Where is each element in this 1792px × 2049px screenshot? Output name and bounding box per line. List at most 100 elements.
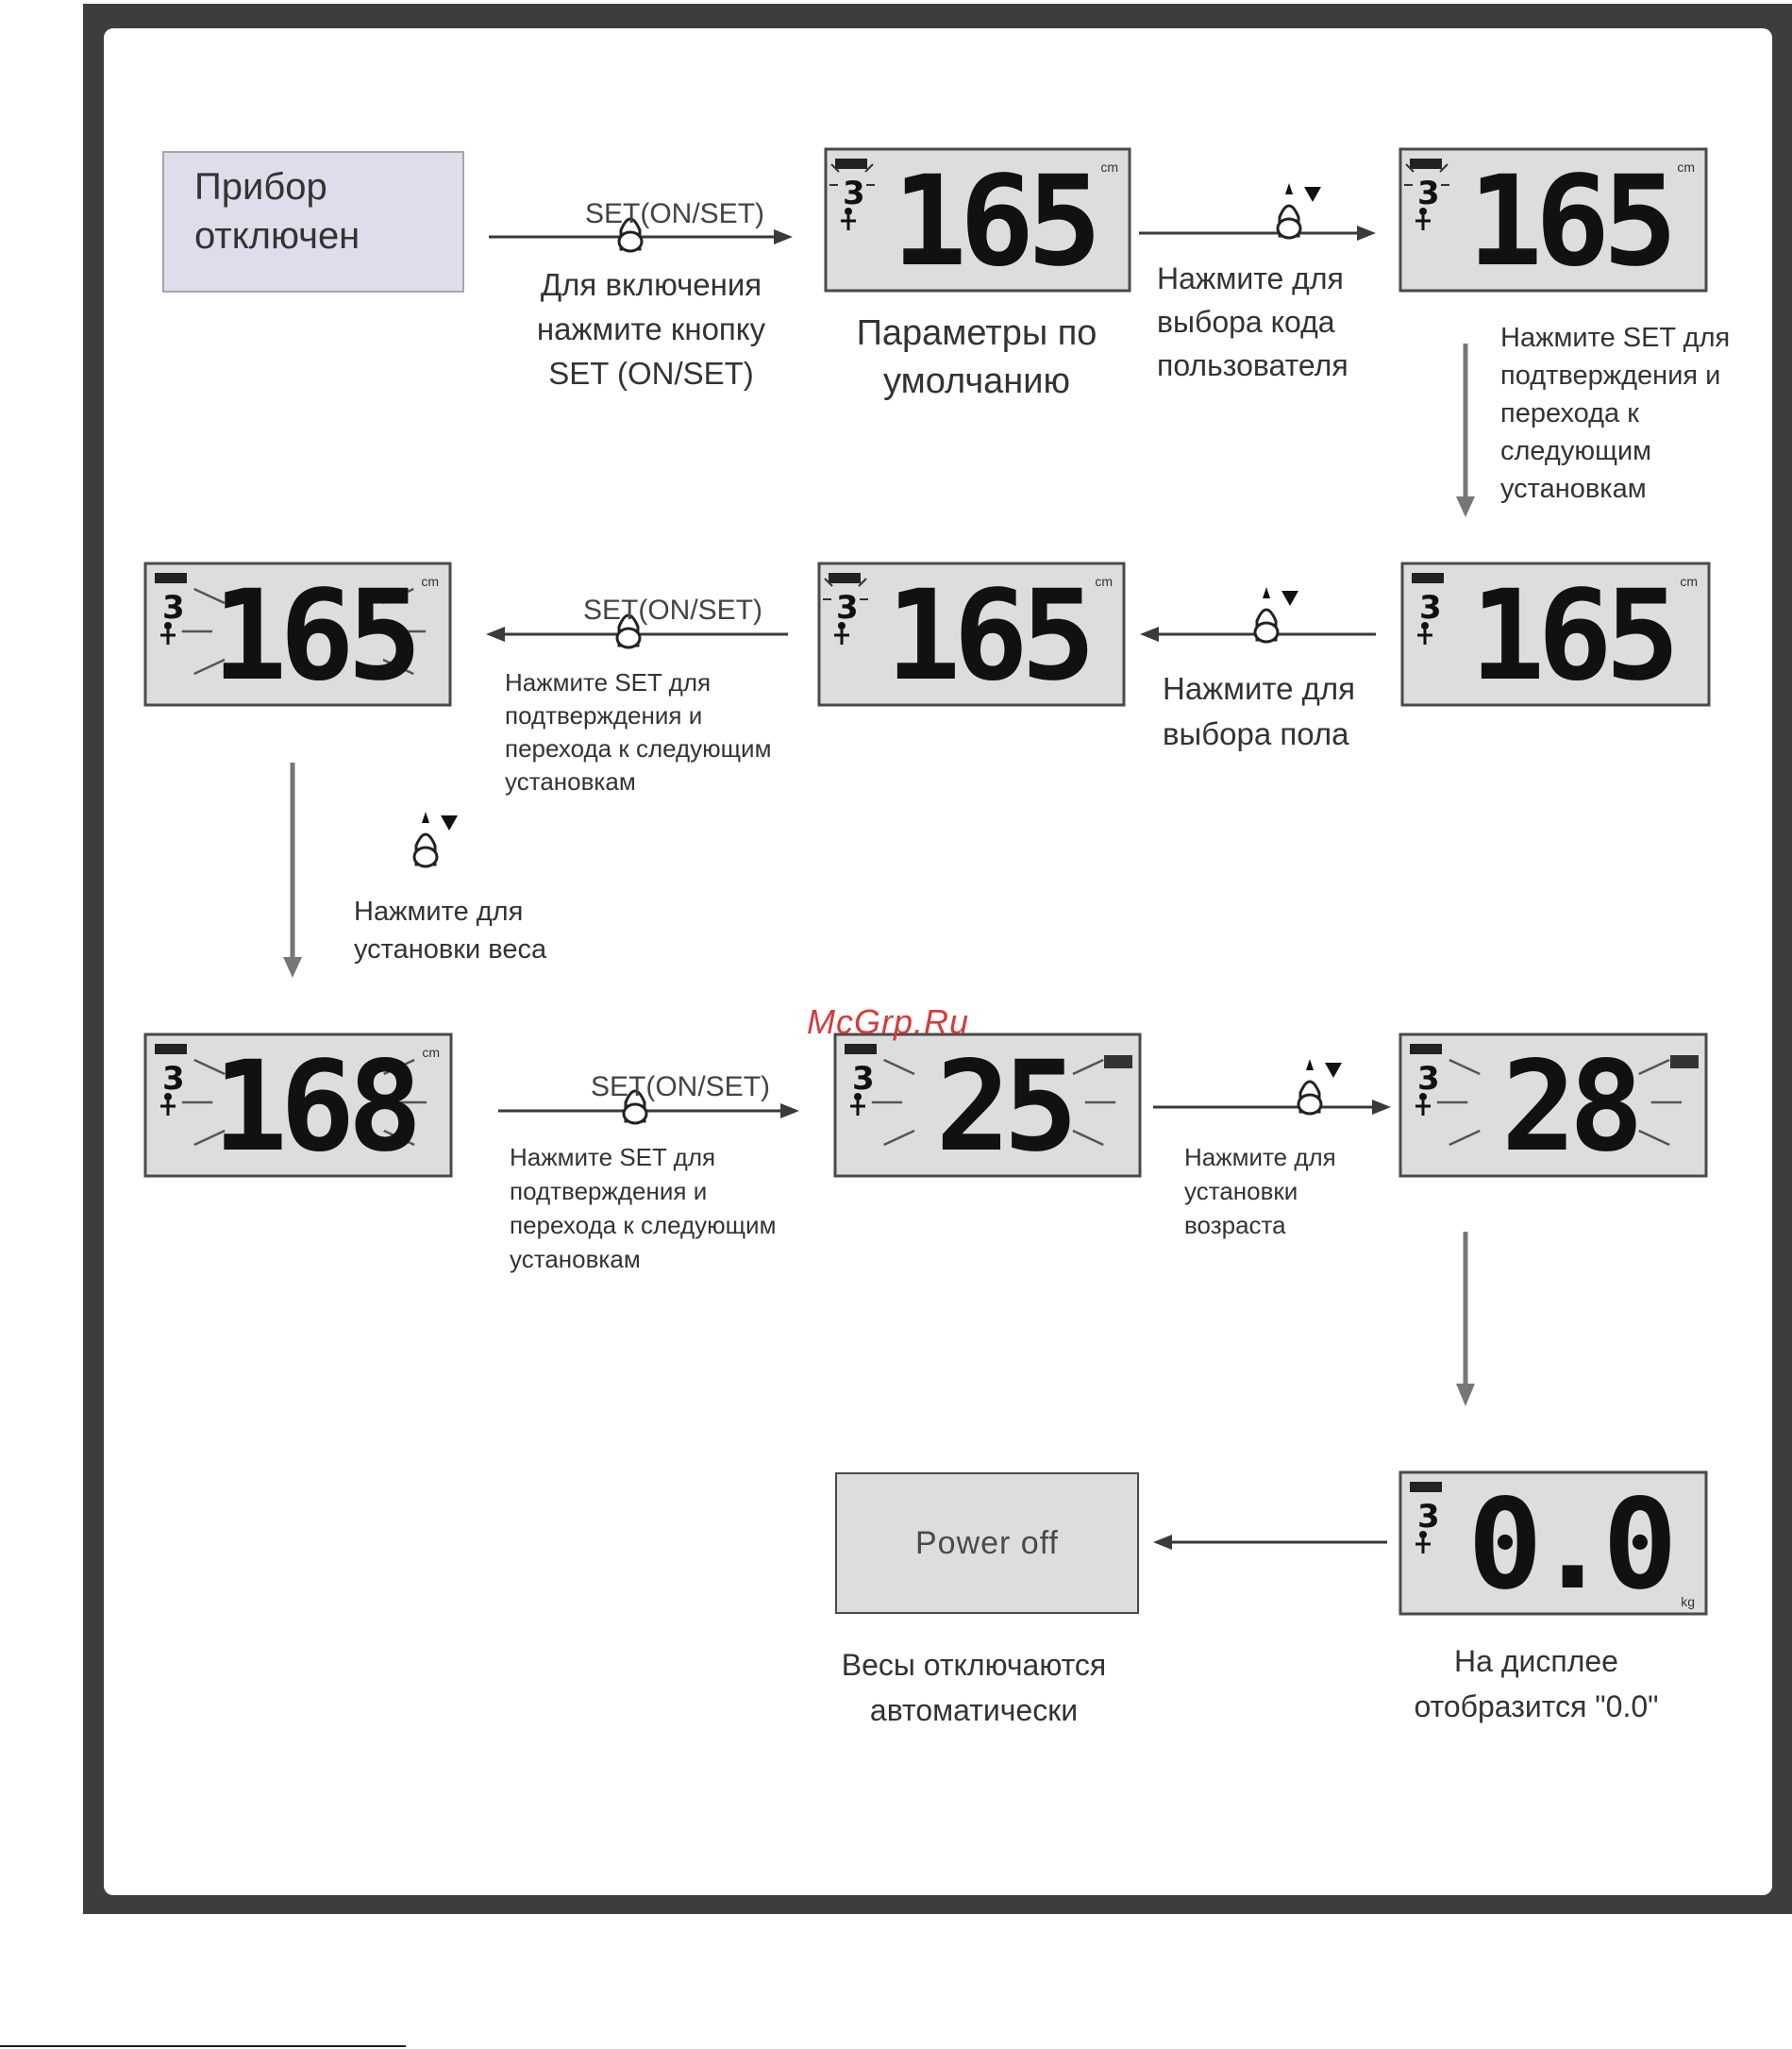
label-select-gender: Нажмите для выбора пола [1163, 671, 1356, 751]
person-icon [1404, 163, 1449, 230]
lcd-display-d8: 3 28 [1398, 1033, 1708, 1180]
down-triangle-icon [1304, 187, 1321, 202]
lcd-value: 165 [886, 563, 1088, 709]
set-key-labels: SET(ON/SET) SET(ON/SET) SET(ON/SET) [583, 198, 770, 1102]
user-code-digit: 3 [1417, 175, 1440, 212]
person-icon [1415, 1531, 1431, 1554]
person-icon [1417, 622, 1432, 645]
power-off-label: Power off [914, 1524, 1059, 1561]
label-confirm-next-2: Нажмите SET для подтверждения и перехода… [505, 668, 772, 796]
lcd-value: 168 [212, 1034, 415, 1180]
person-icon [1415, 1093, 1431, 1116]
lcd-unit: cm [1677, 160, 1695, 175]
user-code-digit: 3 [843, 175, 865, 212]
label-set-height: Нажмите для установки веса [354, 897, 547, 965]
set-key-label-1: SET(ON/SET) [585, 198, 764, 229]
lcd-unit: cm [1095, 574, 1113, 589]
person-icon [829, 163, 875, 230]
label-confirm-next-1: Нажмите SET для подтверждения и перехода… [1500, 323, 1731, 504]
lcd-value: 165 [1467, 149, 1669, 294]
lcd-value: 165 [892, 149, 1094, 294]
arrow-usercode-down [1456, 344, 1475, 517]
arrow-default-to-usercode [1139, 226, 1376, 241]
age-indicator [1104, 1055, 1132, 1068]
user-code-digit: 3 [1417, 1498, 1440, 1536]
updown-button-icon-3 [412, 812, 458, 868]
label-confirm-next-3: Нажмите SET для подтверждения и перехода… [510, 1143, 777, 1273]
lcd-display-d1: 3 165 cm [824, 147, 1131, 294]
lcd-display-d5: 3 165 cm [143, 562, 452, 709]
person-icon [823, 578, 868, 645]
memory-indicator [1412, 573, 1444, 583]
down-triangle-icon [1325, 1063, 1342, 1078]
lcd-display-d4: 3 165 cm [817, 562, 1126, 709]
lcd-unit: cm [1680, 574, 1698, 589]
label-select-user-code: Нажмите для выбора кода пользователя [1157, 261, 1348, 382]
lcd-display-d6: 3 168 cm [143, 1033, 453, 1180]
arrow-height-confirm [498, 1103, 799, 1118]
set-key-label-2: SET(ON/SET) [583, 595, 762, 626]
label-auto-off: Весы отключаются автоматически [841, 1648, 1107, 1727]
memory-indicator [155, 1044, 187, 1054]
user-code-digit: 3 [1417, 1060, 1440, 1098]
memory-indicator [829, 573, 861, 583]
blink-rays [1436, 1058, 1683, 1147]
user-code-digit: 3 [852, 1060, 875, 1098]
memory-indicator [1410, 1044, 1442, 1054]
button-icons [412, 183, 1342, 1125]
person-icon [850, 1093, 865, 1116]
updown-button-icon-4 [1297, 1059, 1342, 1116]
lcd-unit: cm [1100, 160, 1118, 175]
arrow-age-select [1153, 1100, 1391, 1115]
memory-indicator [1410, 1482, 1442, 1492]
blink-rays [181, 1058, 427, 1147]
age-indicator [1670, 1055, 1699, 1068]
lcd-unit: cm [422, 1045, 440, 1060]
blink-rays [181, 587, 427, 676]
watermark: McGrp.Ru [807, 1002, 970, 1041]
arrow-age-down [1456, 1232, 1475, 1406]
lcd-unit: kg [1681, 1594, 1695, 1609]
lcd-value: 28 [1501, 1034, 1636, 1180]
label-set-age: Нажмите для установки возраста [1184, 1143, 1336, 1239]
memory-indicator [155, 573, 187, 583]
lcd-value: 165 [1470, 563, 1672, 709]
down-triangle-icon [441, 815, 458, 831]
user-code-digit: 3 [162, 1060, 185, 1098]
label-defaults: Параметры по умолчанию [856, 313, 1097, 401]
lcd-display-d7: 3 25 [833, 1033, 1142, 1180]
person-icon [160, 622, 176, 645]
updown-button-icon-2 [1253, 587, 1298, 644]
label-display-zero: На дисплее отобразится "0.0" [1414, 1644, 1659, 1723]
flow-arrows [283, 226, 1475, 1550]
lcd-display-d3: 3 165 cm [1400, 562, 1711, 709]
arrow-height-down [283, 763, 302, 978]
arrow-to-power-off [1153, 1535, 1387, 1550]
memory-indicator [835, 159, 867, 169]
memory-indicator [845, 1044, 877, 1054]
set-button-icon-2 [615, 613, 642, 649]
set-button-icon-1 [617, 217, 644, 253]
footnote-rule [0, 2045, 406, 2047]
user-code-digit: 3 [1419, 589, 1442, 627]
arrow-gender-confirm [486, 627, 788, 642]
lcd-value: 25 [935, 1034, 1070, 1180]
lcd-value: 165 [212, 563, 414, 709]
user-code-digit: 3 [836, 589, 859, 627]
memory-indicator [1410, 159, 1442, 169]
lcd-value: 0.0 [1467, 1472, 1670, 1618]
set-button-icon-3 [622, 1089, 648, 1125]
power-off-box: Power off [835, 1472, 1139, 1614]
person-icon [160, 1093, 176, 1116]
lcd-display-d9: 3 0.0 kg [1398, 1470, 1708, 1618]
down-triangle-icon [1281, 591, 1298, 606]
lcd-unit: cm [421, 574, 439, 589]
updown-button-icon-1 [1276, 183, 1321, 240]
user-code-digit: 3 [162, 589, 185, 627]
label-press-set-on: Для включения нажмите кнопку SET (ON/SET… [536, 267, 766, 391]
device-off-box: Прибор отключен [162, 151, 464, 293]
lcd-display-d2: 3 165 cm [1398, 147, 1708, 294]
blink-rays [871, 1058, 1116, 1147]
